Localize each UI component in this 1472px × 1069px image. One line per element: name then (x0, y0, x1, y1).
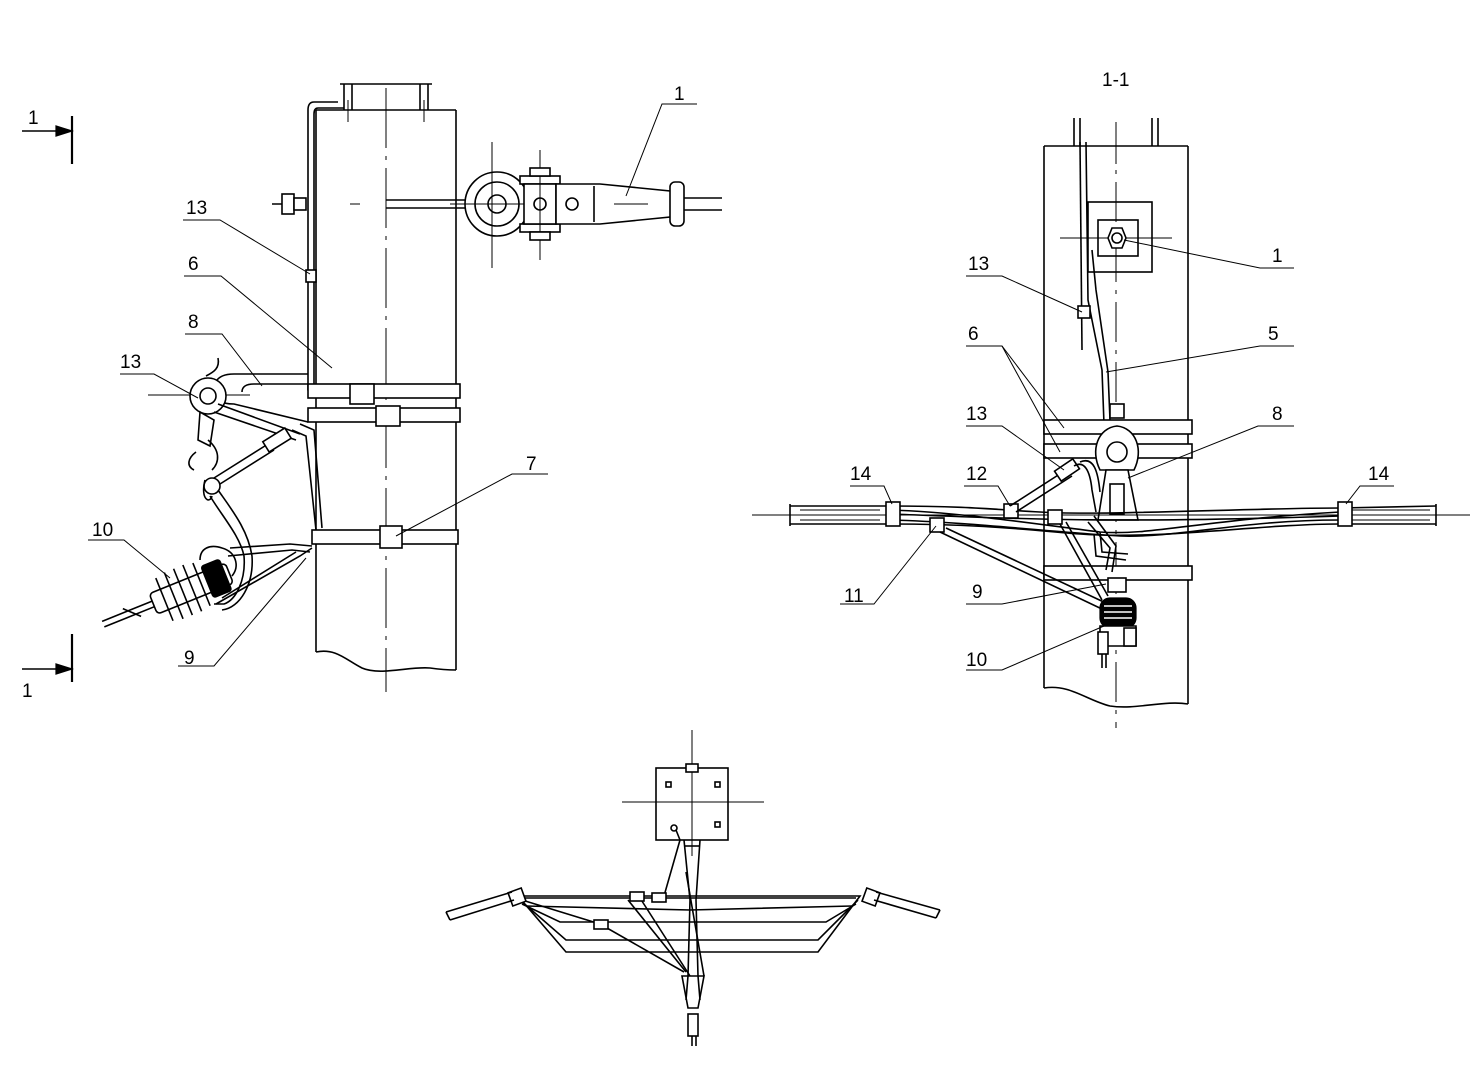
front-label-6: 6 (188, 254, 199, 275)
section-marker-top: 1 (22, 108, 75, 164)
plan-view (445, 730, 941, 1046)
front-view: 1 13 6 8 13 7 10 9 (88, 83, 722, 692)
side-label-14a: 14 (850, 464, 872, 485)
side-label-1: 1 (1272, 246, 1283, 267)
side-label-11: 11 (844, 586, 864, 607)
side-label-12: 12 (966, 464, 987, 485)
section-mark-top: 1 (28, 108, 39, 129)
front-label-10: 10 (92, 520, 113, 541)
side-label-9: 9 (972, 582, 983, 603)
front-label-8: 8 (188, 312, 199, 333)
side-label-8: 8 (1272, 404, 1283, 425)
front-label-9: 9 (184, 648, 195, 669)
tension-clamp-assembly (450, 142, 722, 268)
front-label-1: 1 (674, 84, 685, 105)
side-label-14b: 14 (1368, 464, 1390, 485)
front-label-13b: 13 (120, 352, 141, 373)
side-label-13a: 13 (968, 254, 989, 275)
side-label-10: 10 (966, 650, 987, 671)
section-marker-bottom: 1 (22, 634, 75, 702)
front-label-13a: 13 (186, 198, 207, 219)
side-label-5: 5 (1268, 324, 1279, 345)
side-label-13b: 13 (966, 404, 987, 425)
section-title: 1-1 (1102, 70, 1129, 91)
side-label-6: 6 (968, 324, 979, 345)
section-mark-bottom: 1 (22, 681, 33, 702)
wedge-clamp-side (1097, 597, 1137, 668)
front-label-7: 7 (526, 454, 537, 475)
wedge-clamp-front (101, 559, 234, 628)
side-view-1-1: 1-1 (752, 70, 1470, 728)
